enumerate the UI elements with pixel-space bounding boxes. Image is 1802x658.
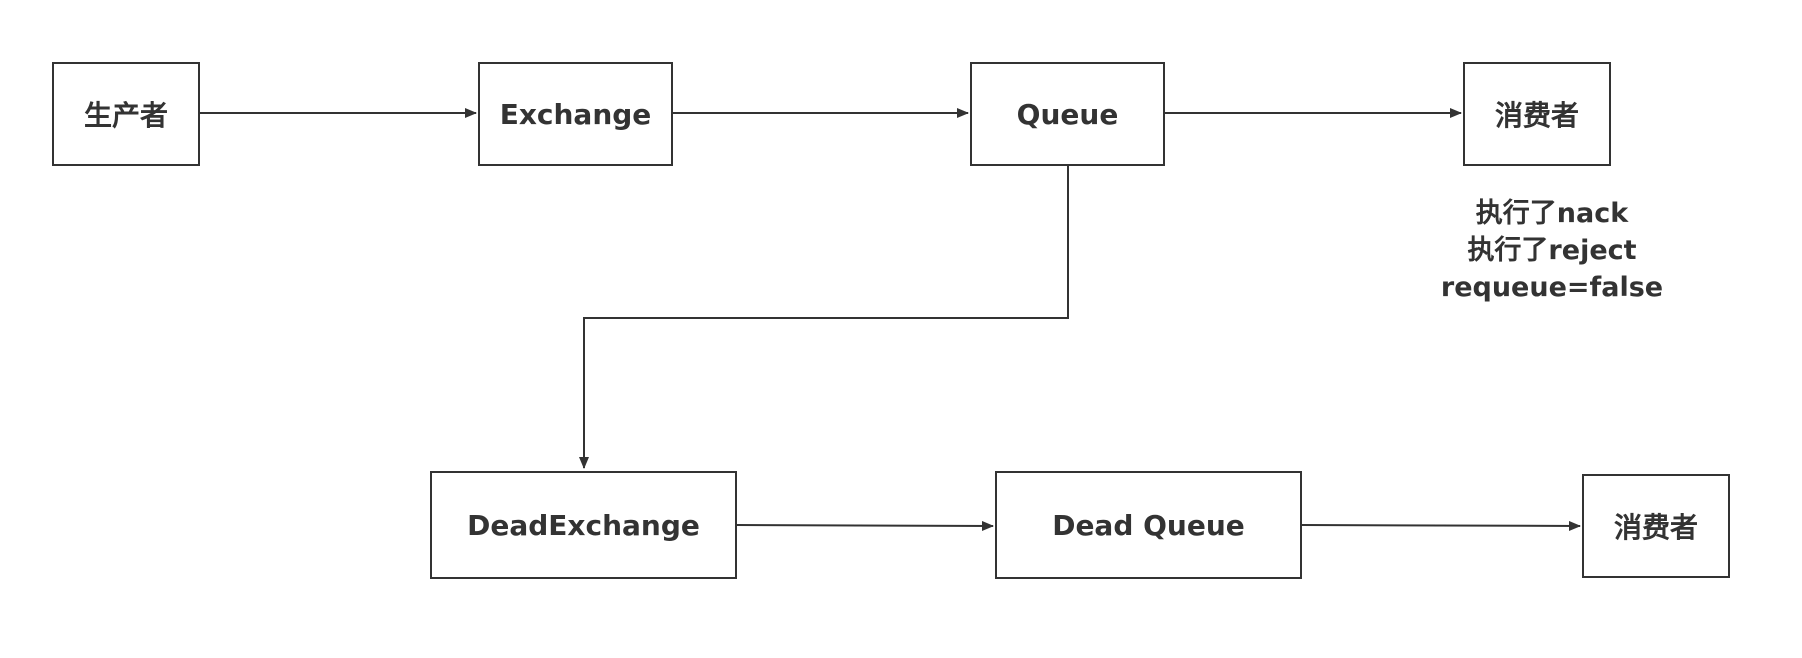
dead-exchange-node: DeadExchange <box>430 471 737 579</box>
arrow-dead-queue-to-dead-consumer <box>1301 520 1581 531</box>
arrow-queue-to-dead-exchange <box>579 165 1069 469</box>
note-line-reject: 执行了reject <box>1467 235 1637 266</box>
note-line-requeue: requeue=false <box>1440 272 1664 303</box>
note-line-nack: 执行了nack <box>1475 198 1629 229</box>
exchange-node: Exchange <box>478 62 673 166</box>
queue-node: Queue <box>970 62 1165 166</box>
dead-consumer-node: 消费者 <box>1582 474 1730 578</box>
consumer-node: 消费者 <box>1463 62 1611 166</box>
consumer-condition-note: 执行了nack 执行了reject requeue=false <box>1412 195 1692 306</box>
dead-queue-node: Dead Queue <box>995 471 1302 579</box>
arrow-dead-exchange-to-dead-queue <box>736 520 994 531</box>
producer-node: 生产者 <box>52 62 200 166</box>
